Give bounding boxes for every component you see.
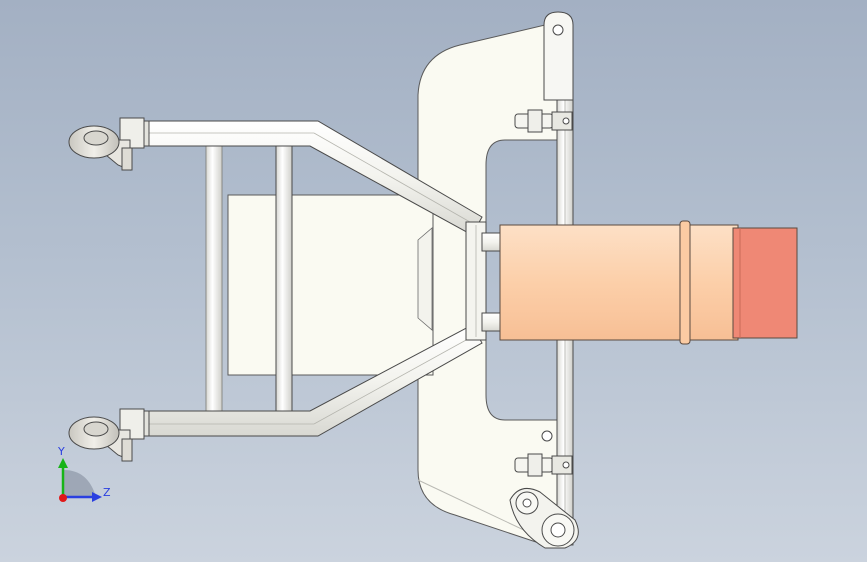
piston-rod-bottom[interactable] [481,312,503,332]
cross-tube-left[interactable] [205,144,223,413]
triad-axis-icon [58,458,102,502]
mount-bracket [417,227,433,331]
top-latch[interactable] [514,109,573,133]
mount-plate[interactable] [227,194,434,376]
triad-z-label: Z [103,486,111,499]
bolt [541,430,553,442]
caster-top[interactable] [68,117,145,171]
base-plate[interactable] [417,24,574,546]
frame-tubes[interactable] [144,120,487,437]
pulley-assembly[interactable] [509,487,579,549]
caster-bottom[interactable] [68,408,145,462]
bottom-latch[interactable] [514,453,573,477]
triad-y-label: Y [57,445,65,458]
hydraulic-cylinder[interactable] [499,220,798,345]
rail-top-cap[interactable] [543,11,574,101]
piston-rod-top[interactable] [481,232,503,252]
